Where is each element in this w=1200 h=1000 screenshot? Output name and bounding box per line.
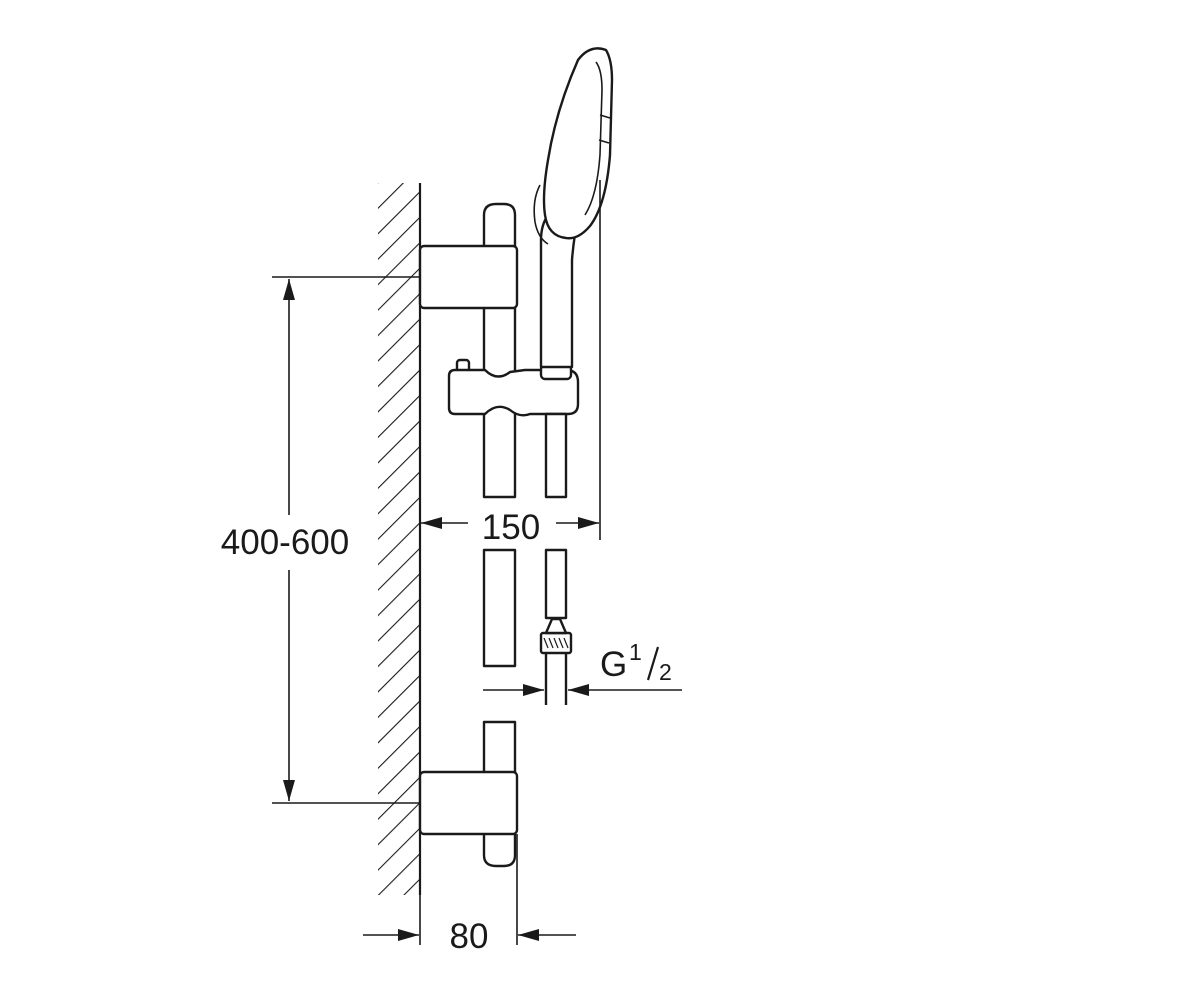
arrow-depth-left xyxy=(398,929,419,941)
wall xyxy=(378,183,422,895)
height-range-label: 400-600 xyxy=(221,523,349,562)
wall-depth-label: 80 xyxy=(450,917,489,956)
hose-lower xyxy=(544,548,568,620)
thread-letter: G xyxy=(600,645,627,684)
thread-denominator: 2 xyxy=(659,659,672,685)
handshower-face-detail-2 xyxy=(598,139,610,144)
arrow-right-offset xyxy=(578,517,599,529)
rail-middle-segment xyxy=(482,548,517,668)
hose-upper xyxy=(544,412,568,499)
dimension-thread: G 1 2 xyxy=(483,639,682,696)
hose-thread-end xyxy=(544,653,568,705)
offset-label: 150 xyxy=(482,508,540,547)
arrow-down xyxy=(283,780,295,801)
wall-hatching xyxy=(378,183,420,895)
slider-body xyxy=(447,368,580,417)
arrow-thread-right xyxy=(568,684,589,696)
arrow-thread-left xyxy=(523,684,544,696)
thread-numerator: 1 xyxy=(629,639,642,665)
arrow-left-offset xyxy=(421,517,442,529)
slider-holder xyxy=(447,358,580,417)
dimension-height: 400-600 xyxy=(221,276,420,804)
handshower-back-ridge xyxy=(533,184,549,245)
dimension-wall-depth: 80 xyxy=(363,834,576,956)
handshower-face-detail xyxy=(599,114,611,119)
hose-nut-cone xyxy=(544,617,568,635)
lower-wall-bracket xyxy=(418,770,519,836)
handshower-face xyxy=(584,61,603,216)
thread-fraction-slash xyxy=(646,646,660,681)
shower-hose xyxy=(539,412,573,705)
handshower xyxy=(533,47,614,369)
dimension-offset: 150 xyxy=(421,180,601,547)
arrow-depth-right xyxy=(518,929,539,941)
upper-wall-bracket xyxy=(418,244,519,310)
arrow-up xyxy=(283,279,295,300)
hose-nut-knurl xyxy=(543,637,569,649)
